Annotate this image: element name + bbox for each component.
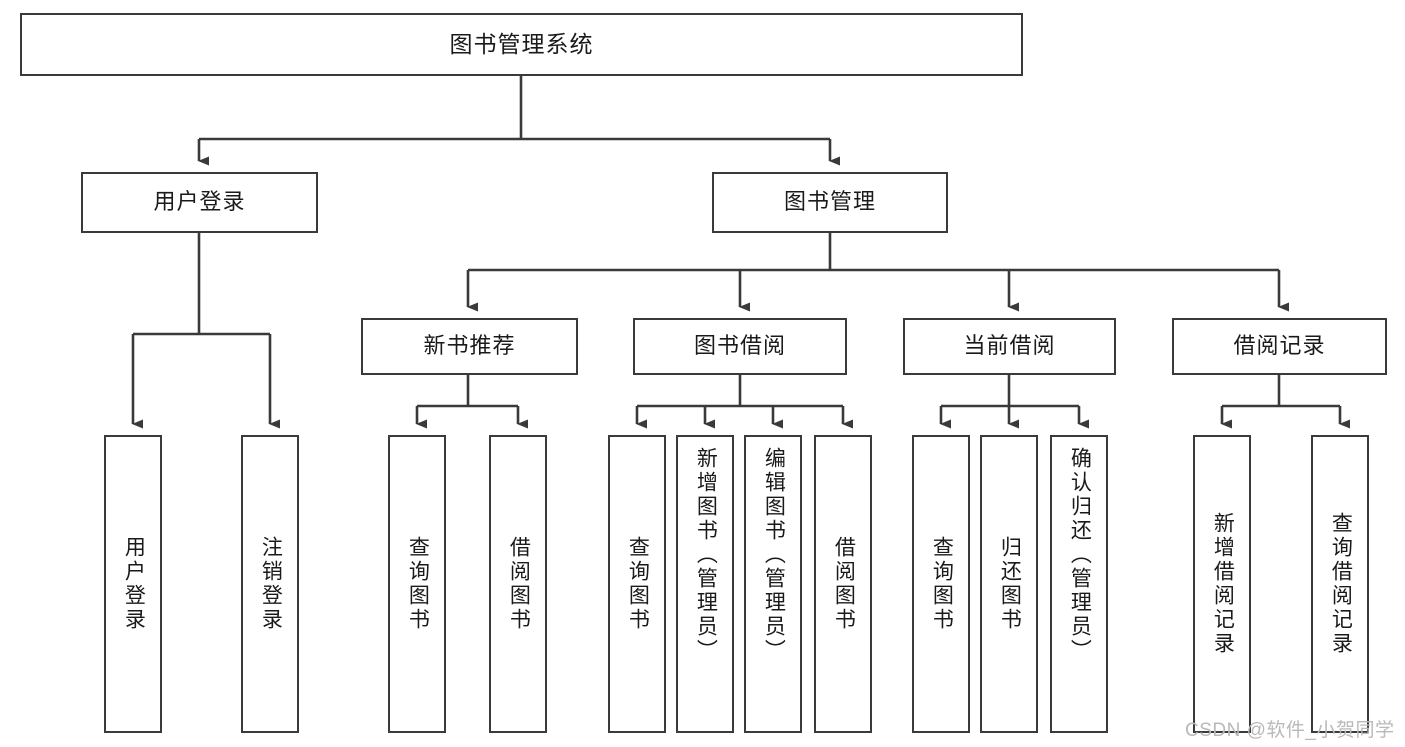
node-user-login[interactable]: 用户登录 <box>81 172 318 233</box>
leaf-user-login[interactable]: 用户登录 <box>104 435 162 733</box>
leaf-label: 查询图书 <box>930 536 954 632</box>
leaf-label: 用户登录 <box>122 536 146 632</box>
watermark-text: CSDN @软件_小贺同学 <box>1185 720 1395 741</box>
leaf-label: 确认归还（管理员） <box>1068 447 1092 663</box>
csdn-watermark: CSDN @软件_小贺同学 <box>1185 715 1394 742</box>
leaf-query-book-borrow[interactable]: 查询图书 <box>608 435 666 733</box>
node-book-management[interactable]: 图书管理 <box>712 172 948 233</box>
node-new-book-recommend[interactable]: 新书推荐 <box>361 318 578 375</box>
leaf-return-book[interactable]: 归还图书 <box>980 435 1038 733</box>
node-borrow-record[interactable]: 借阅记录 <box>1172 318 1387 375</box>
leaf-label: 借阅图书 <box>507 536 531 632</box>
node-root-book-management-system[interactable]: 图书管理系统 <box>20 13 1023 76</box>
leaf-add-book-admin[interactable]: 新增图书（管理员） <box>676 435 734 733</box>
leaf-query-book-recommend[interactable]: 查询图书 <box>388 435 446 733</box>
leaf-query-borrow-record[interactable]: 查询借阅记录 <box>1311 435 1369 733</box>
node-label: 图书管理系统 <box>449 30 594 57</box>
node-current-borrow[interactable]: 当前借阅 <box>903 318 1116 375</box>
node-label: 图书借阅 <box>693 333 786 359</box>
leaf-label: 查询图书 <box>626 536 650 632</box>
leaf-label: 查询图书 <box>406 536 430 632</box>
leaf-label: 归还图书 <box>998 536 1022 632</box>
leaf-label: 注销登录 <box>259 536 283 632</box>
leaf-label: 新增图书（管理员） <box>694 447 718 663</box>
leaf-edit-book-admin[interactable]: 编辑图书（管理员） <box>744 435 802 733</box>
leaf-query-book-current[interactable]: 查询图书 <box>912 435 970 733</box>
node-label: 用户登录 <box>153 189 246 215</box>
leaf-add-borrow-record[interactable]: 新增借阅记录 <box>1193 435 1251 733</box>
leaf-label: 借阅图书 <box>832 536 856 632</box>
node-label: 新书推荐 <box>423 333 516 359</box>
leaf-borrow-book[interactable]: 借阅图书 <box>814 435 872 733</box>
leaf-label: 新增借阅记录 <box>1211 512 1235 656</box>
leaf-confirm-return-admin[interactable]: 确认归还（管理员） <box>1050 435 1108 733</box>
node-label: 图书管理 <box>783 189 876 215</box>
leaf-logout[interactable]: 注销登录 <box>241 435 299 733</box>
leaf-label: 编辑图书（管理员） <box>762 447 786 663</box>
node-book-borrow[interactable]: 图书借阅 <box>633 318 847 375</box>
leaf-borrow-book-recommend[interactable]: 借阅图书 <box>489 435 547 733</box>
node-label: 借阅记录 <box>1233 333 1326 359</box>
node-label: 当前借阅 <box>963 333 1056 359</box>
leaf-label: 查询借阅记录 <box>1329 512 1353 656</box>
